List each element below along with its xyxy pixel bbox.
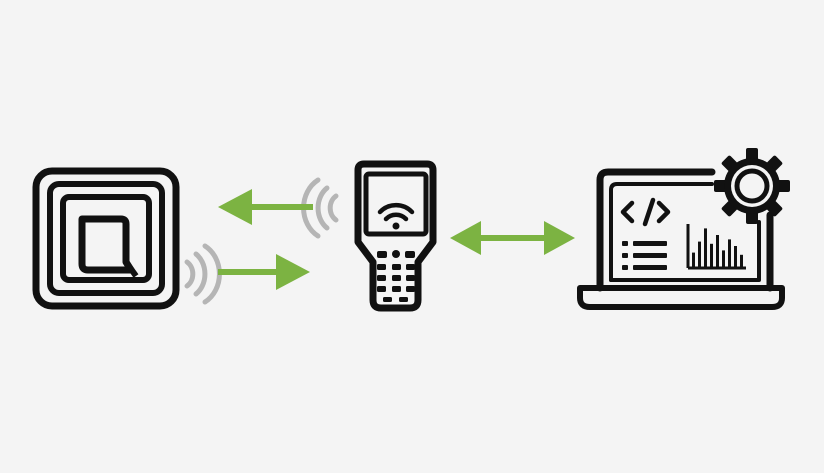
arrow-left-icon (218, 189, 313, 225)
laptop-gear-icon (577, 148, 790, 310)
wifi-icon (377, 202, 415, 222)
bar-chart-bar (698, 241, 701, 268)
arrow-right-icon (218, 254, 310, 290)
gear-icon (714, 148, 790, 224)
bar-chart-bar (692, 252, 695, 268)
rfid-tag-icon (32, 167, 180, 310)
bar-chart-icon (686, 224, 746, 270)
bar-chart-bar (734, 246, 737, 268)
bar-chart-bar (716, 235, 719, 268)
list-icon (622, 241, 667, 270)
bar-chart-bar (740, 254, 743, 268)
bar-chart-bar (728, 239, 731, 268)
keypad-icon (377, 250, 415, 302)
bar-chart-bar (722, 250, 725, 268)
tag-signal-icon (184, 243, 222, 305)
arrow-double-icon (450, 221, 575, 255)
code-icon (620, 197, 671, 227)
bar-chart-bar (710, 243, 713, 268)
bar-chart-bar (704, 228, 707, 268)
handheld-reader-icon (354, 160, 437, 312)
